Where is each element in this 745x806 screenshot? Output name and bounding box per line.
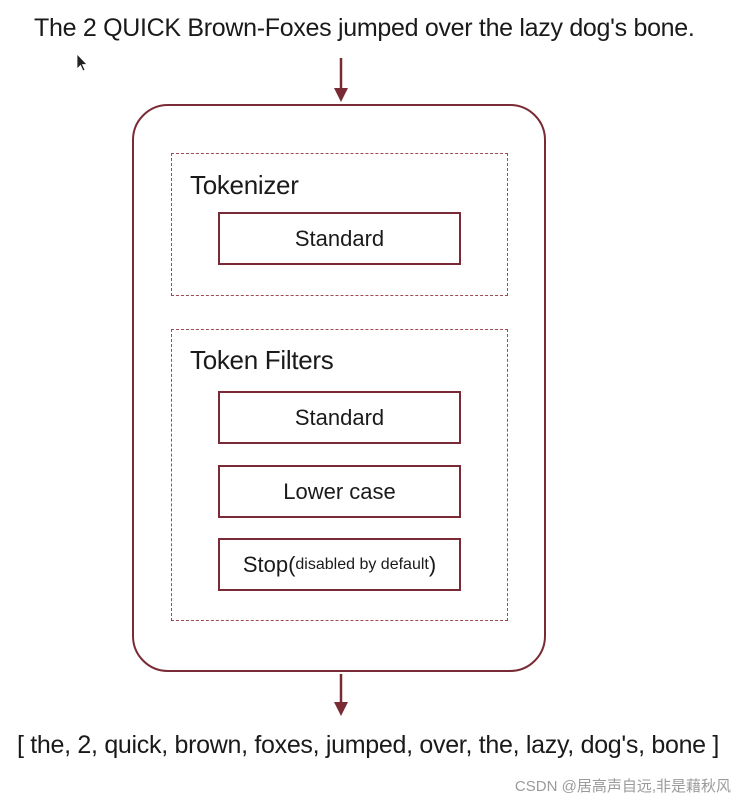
filter-stop-box: Stop(disabled by default) bbox=[218, 538, 461, 591]
analyzer-container bbox=[132, 104, 546, 672]
filter-standard-box: Standard bbox=[218, 391, 461, 444]
input-arrow-icon bbox=[334, 58, 348, 102]
token-filters-title: Token Filters bbox=[190, 345, 334, 375]
token-filters-section bbox=[171, 329, 508, 621]
filter-stop-label: Stop( bbox=[242, 551, 296, 577]
filter-stop-close: ) bbox=[428, 551, 437, 577]
filter-lowercase-box: Lower case bbox=[218, 465, 461, 518]
tokenizer-standard-box: Standard bbox=[218, 212, 461, 265]
output-arrow-icon bbox=[334, 674, 348, 716]
output-tokens: [ the, 2, quick, brown, foxes, jumped, o… bbox=[17, 731, 720, 759]
mouse-cursor-icon bbox=[76, 53, 88, 72]
filter-stop-note: disabled by default bbox=[295, 555, 429, 573]
tokenizer-title: Tokenizer bbox=[190, 170, 299, 200]
input-sentence: The 2 QUICK Brown-Foxes jumped over the … bbox=[34, 14, 695, 42]
tokenizer-section bbox=[171, 153, 508, 296]
watermark: CSDN @居高声自远,非是藉秋风 bbox=[514, 778, 731, 795]
